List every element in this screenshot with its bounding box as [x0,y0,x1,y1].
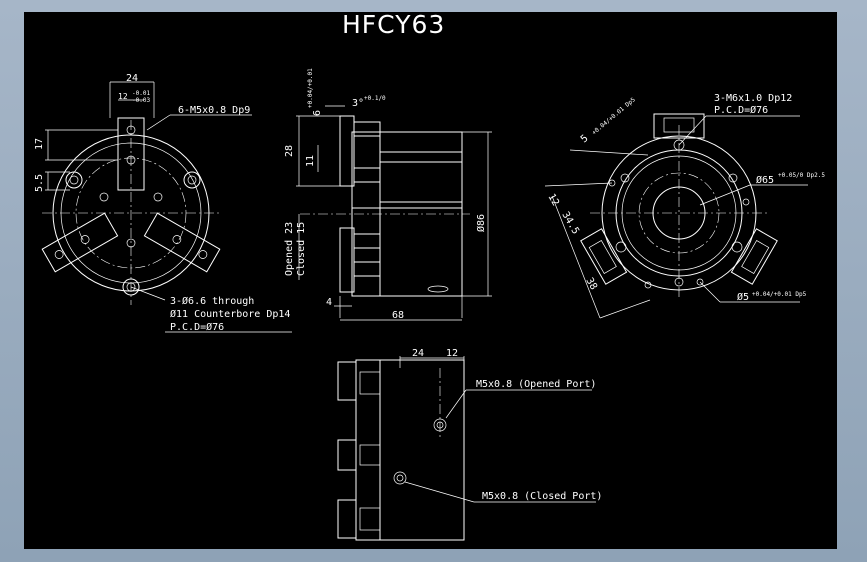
side-dim-4: 4 [326,297,332,308]
bottom-port-closed: M5x0.8 (Closed Port) [482,491,602,502]
front-dim-12-tol-lower: -0.03 [132,97,150,104]
side-dim-11: 11 [305,155,316,167]
side-dim-6-tol: +0.04/+0.01 [307,68,314,108]
side-dim-opened: Opened 23 [284,222,295,276]
bottom-dim-24: 24 [412,348,424,359]
front-dim-12-tol-upper: -0.01 [132,90,150,97]
bottom-dim-12: 12 [446,348,458,359]
side-jaw-top [339,115,355,187]
front-view: 24 12 -0.01 -0.03 6-M5x0.8 Dp9 17 5.5 3-… [34,73,292,333]
drawing-title: HFCY63 [342,12,445,39]
side-jaw-bottom [339,227,355,293]
side-view: 28 11 6 +0.04/+0.01 3° +0.1/0 Opened 23 … [284,68,492,321]
front-hole-note-1: 3-Ø6.6 through [170,295,254,307]
side-dim-closed: Closed 15 [296,222,307,276]
rear-dim-5-dp5: 5 [579,133,591,145]
rear-dim-65-tol: +0.05/0 Dp2.5 [778,172,825,179]
side-dim-68: 68 [392,310,404,321]
front-jaw-right [143,212,221,273]
rear-outer-circle [601,135,757,291]
rear-bore [652,186,706,240]
rear-dim-65: Ø65 [756,174,774,186]
front-dim-5-5: 5.5 [34,174,45,192]
bottom-body [379,359,465,541]
rear-thread-note-1: 3-M6x1.0 Dp12 [714,93,792,104]
rear-thread-note-2: P.C.D=Ø76 [714,104,768,116]
rear-dim-12: 12 [545,192,561,208]
rear-tab-top [653,113,705,139]
front-hole-note-3: P.C.D=Ø76 [170,321,224,333]
front-hole-note-2: Ø11 Counterbore Dp14 [170,308,290,320]
drawing-canvas[interactable]: HFCY63 24 [24,12,837,549]
front-dim-17: 17 [34,138,45,150]
side-dim-3: 3° [352,98,364,109]
front-thread-note: 6-M5x0.8 Dp9 [178,105,250,116]
rear-dim-38: 38 [583,276,599,292]
side-dim-3-tol: +0.1/0 [364,95,386,102]
front-jaw-left [41,212,119,273]
rear-dim-5-bottom-tol: +0.04/+0.01 Dp5 [752,291,807,298]
front-dim-24: 24 [126,73,138,84]
rear-dim-5-bottom: Ø5 [737,291,749,303]
rear-view: 3-M6x1.0 Dp12 P.C.D=Ø76 5 +0.04/+0.01 Dp… [544,93,825,319]
side-dim-6: 6 [312,110,323,116]
bottom-view: 24 12 M5x0.8 (Opened Port) M5x0.8 (Close… [337,348,602,541]
front-jaw-top [117,117,145,191]
side-dim-28: 28 [284,145,295,157]
front-dim-12: 12 [118,92,128,101]
bottom-port-open: M5x0.8 (Opened Port) [476,379,596,390]
rear-dim-5-dp5-tol: +0.04/+0.01 Dp5 [591,96,637,136]
cad-drawing: HFCY63 24 [34,12,825,541]
side-dim-86: Ø86 [475,214,487,232]
